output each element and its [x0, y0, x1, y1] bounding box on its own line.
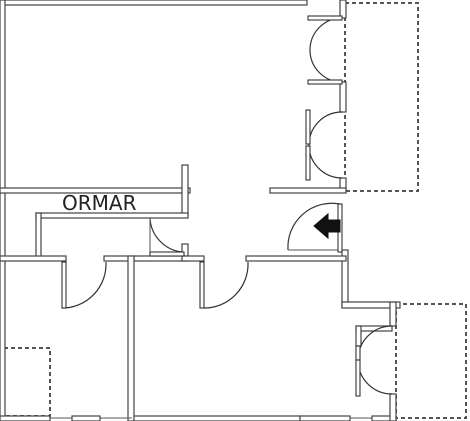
- entrance-arrow-icon: [313, 212, 341, 240]
- room-label-ormar: ORMAR: [62, 191, 137, 215]
- door-left-room: [61, 261, 107, 309]
- balcony-doors-top-lower: [305, 109, 343, 181]
- balcony-bottom-right: [395, 303, 467, 419]
- door-middle-room: [199, 261, 249, 309]
- door-ormar: [149, 217, 185, 257]
- balcony-doors-bottom: [355, 325, 393, 397]
- outer-walls: [0, 0, 401, 421]
- balcony-doors-top-upper: [307, 15, 343, 85]
- balcony-top-right: [344, 2, 419, 192]
- closet-bottom-left: [3, 347, 51, 417]
